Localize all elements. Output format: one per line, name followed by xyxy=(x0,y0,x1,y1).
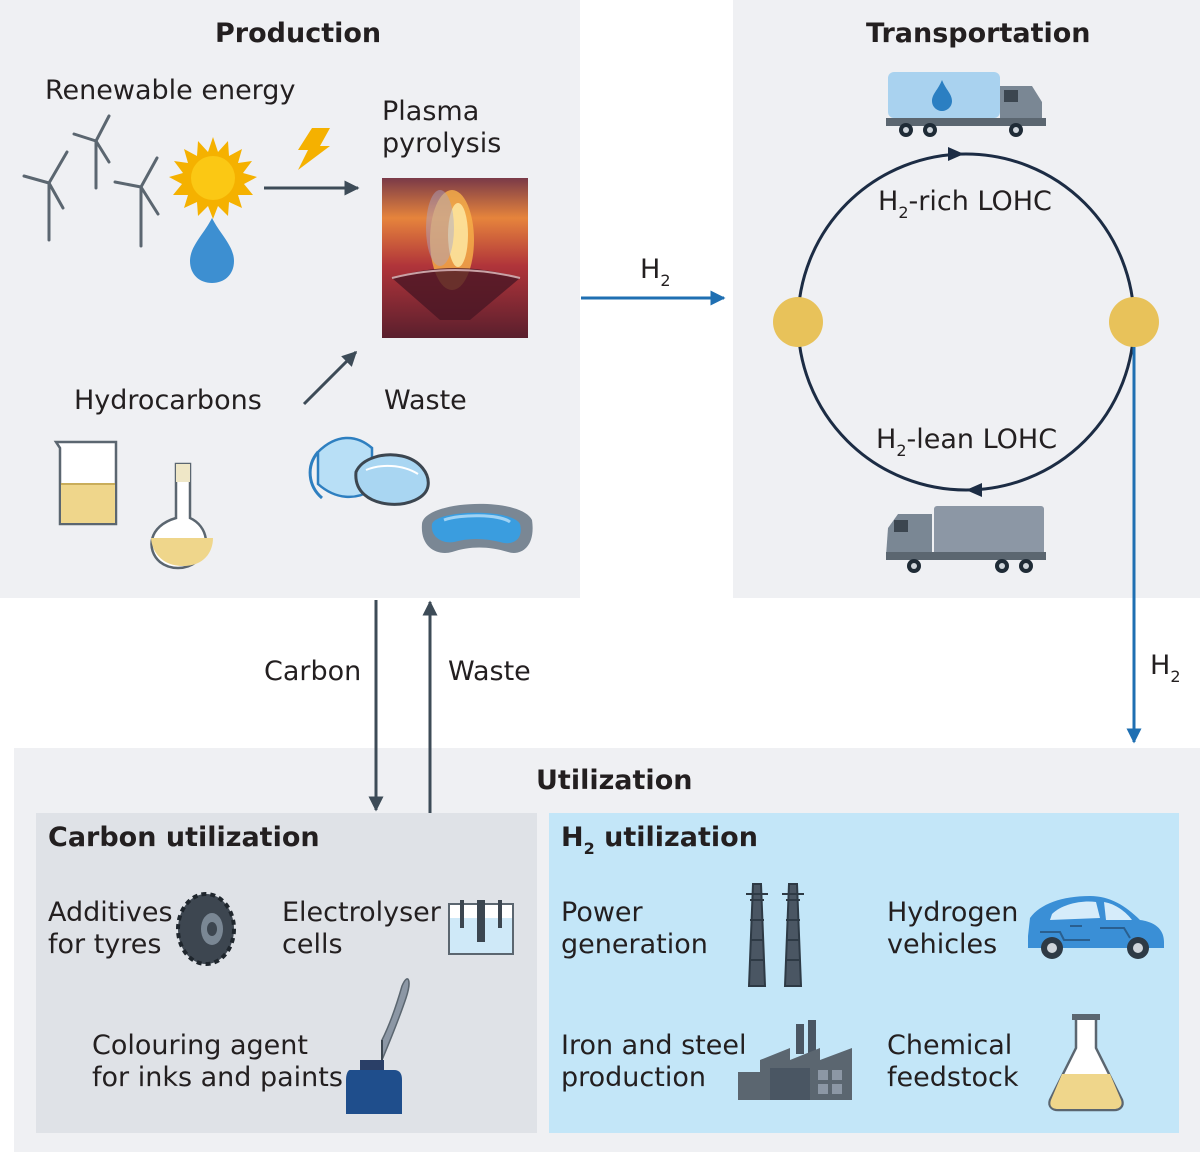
h2-symbol: H xyxy=(561,822,584,853)
h2-utilization-suffix: utilization xyxy=(594,822,758,853)
lohc-node-left xyxy=(773,297,823,347)
wind-turbine-icon xyxy=(22,114,160,248)
tyre-icon xyxy=(176,892,236,966)
renewable-energy-label: Renewable energy xyxy=(45,75,296,106)
tanker-truck-icon xyxy=(886,72,1046,137)
box-truck-icon xyxy=(886,506,1046,573)
waste-flow-label: Waste xyxy=(448,656,531,687)
h2-lean-lohc-label: H2-lean LOHC xyxy=(876,424,1058,460)
water-drop-icon xyxy=(190,218,234,283)
sun-icon xyxy=(169,137,257,219)
hydrogen-vehicles-label: Hydrogen vehicles xyxy=(887,897,1019,960)
face-mask-icon xyxy=(308,436,430,506)
h2-symbol: H xyxy=(876,424,897,455)
beaker-icon xyxy=(53,440,118,526)
goggles-icon xyxy=(421,503,533,553)
electrolyser-icon xyxy=(448,900,514,955)
ink-bottle-icon xyxy=(346,978,410,1114)
chemical-flask-icon xyxy=(1048,1014,1124,1112)
iron-steel-label: Iron and steel production xyxy=(561,1030,747,1093)
h2-symbol: H xyxy=(1150,650,1171,681)
loop-arrowhead-top xyxy=(948,147,964,161)
carbon-utilization-title: Carbon utilization xyxy=(48,822,320,853)
h2-subscript: 2 xyxy=(660,271,671,290)
production-title: Production xyxy=(215,18,382,49)
hydrocarbons-label: Hydrocarbons xyxy=(74,385,262,416)
plasma-pyrolysis-image xyxy=(382,178,528,338)
hydrogen-car-icon xyxy=(1028,896,1164,959)
feed-to-plasma-arrow xyxy=(302,350,358,406)
transportation-title: Transportation xyxy=(866,18,1091,49)
h2-subscript: 2 xyxy=(583,839,595,858)
h2-symbol: H xyxy=(878,186,899,217)
h2-utilization-title: H2 utilization xyxy=(561,822,758,858)
h2-subscript: 2 xyxy=(896,441,907,460)
chemical-feedstock-label: Chemical feedstock xyxy=(887,1030,1019,1093)
flask-icon xyxy=(150,462,213,570)
h2-subscript: 2 xyxy=(1170,667,1181,686)
colouring-agent-label: Colouring agent for inks and paints xyxy=(92,1030,343,1093)
utilization-title: Utilization xyxy=(536,765,693,796)
h2-symbol: H xyxy=(640,254,661,285)
lightning-icon xyxy=(298,128,330,170)
h2-flow-label: H2 xyxy=(640,254,671,290)
electrolyser-label: Electrolyser cells xyxy=(282,897,441,960)
h2-subscript: 2 xyxy=(898,203,909,222)
factory-icon xyxy=(738,1020,852,1100)
h2-down-label: H2 xyxy=(1150,650,1181,686)
power-tower-icon xyxy=(746,883,804,987)
plasma-pyrolysis-label: Plasma pyrolysis xyxy=(382,96,502,159)
lean-lohc-text: -lean LOHC xyxy=(906,424,1058,455)
carbon-utilization-panel xyxy=(36,813,537,1133)
loop-arrowhead-bottom xyxy=(966,483,982,497)
additives-label: Additives for tyres xyxy=(48,897,173,960)
lohc-node-right xyxy=(1109,297,1159,347)
rich-lohc-text: -rich LOHC xyxy=(908,186,1052,217)
carbon-flow-label: Carbon xyxy=(264,656,362,687)
power-generation-label: Power generation xyxy=(561,897,708,960)
h2-rich-lohc-label: H2-rich LOHC xyxy=(878,186,1052,222)
waste-feed-label: Waste xyxy=(384,385,467,416)
